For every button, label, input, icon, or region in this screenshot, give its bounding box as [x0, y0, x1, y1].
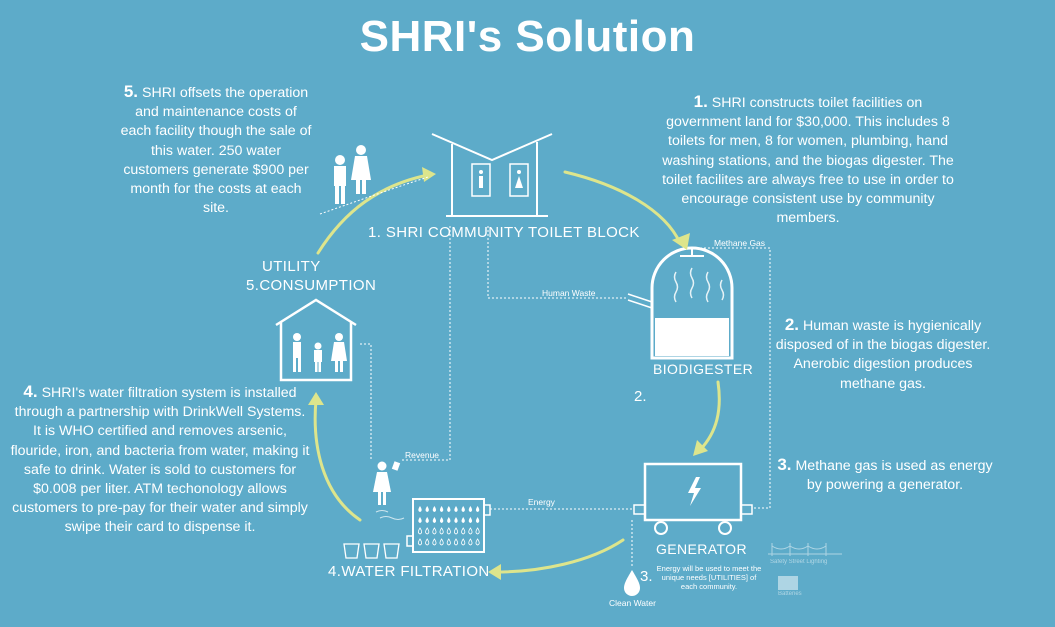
street-lighting-label: Safety Street Lighting: [770, 559, 828, 565]
biodigester-number: 2.: [634, 388, 647, 405]
water-droplet-icon: [425, 506, 429, 512]
step-5-number: 5.: [123, 82, 139, 101]
water-droplet-icon: [461, 538, 466, 546]
batteries-label: Batteries: [778, 591, 802, 597]
generator-icon: [633, 462, 753, 535]
arrow-toilet-to-biodigester: [563, 170, 682, 245]
water-droplet-icon: [475, 538, 480, 546]
water-droplet-icon: [425, 527, 430, 535]
step-5-description: 5. SHRI offsets the operation and mainte…: [118, 82, 314, 218]
water-droplet-icon: [439, 506, 444, 512]
biodigester-icon: [627, 246, 734, 360]
step-4-number: 4.: [23, 382, 38, 401]
human-waste-label: Human Waste: [542, 288, 596, 298]
step-3-number: 3.: [777, 455, 792, 474]
water-droplet-icon: [461, 527, 466, 535]
water-droplet-icon: [447, 506, 451, 512]
revenue-line: [400, 226, 451, 461]
utility-house-icon: [275, 298, 357, 382]
water-droplet-icon: [454, 506, 458, 512]
generator-number: 3.: [640, 568, 653, 585]
water-droplet-icon: [475, 527, 480, 535]
customer-card-icon: [373, 461, 401, 505]
utility-name: CONSUMPTION: [259, 277, 377, 294]
utility-label-line1: UTILITY: [262, 258, 321, 275]
clean-water-drop-icon: [624, 570, 640, 596]
step-3-text: Methane gas is used as energy by powerin…: [795, 458, 993, 494]
customers-icon: [334, 145, 371, 204]
generator-label: GENERATOR: [656, 541, 747, 557]
methane-gas-line: [692, 247, 771, 509]
water-filtration-number: 4.: [328, 563, 342, 580]
water-droplet-icon: [417, 527, 423, 535]
arrow-generator-to-filtration: [494, 538, 625, 574]
arrow-filtration-to-utility: [313, 398, 362, 522]
batteries-icon: [778, 576, 798, 590]
water-droplet-icon: [418, 517, 422, 523]
water-droplet-icon: [432, 517, 437, 523]
step-5-text: SHRI offsets the operation and maintenan…: [120, 85, 312, 217]
water-droplet-icon: [461, 517, 465, 523]
step-1-description: 1. SHRI constructs toilet facilities on …: [658, 92, 958, 228]
water-droplet-icon: [468, 517, 473, 523]
water-filtration-label: 4.WATER FILTRATION: [328, 563, 490, 580]
water-droplet-icon: [432, 506, 437, 512]
water-droplet-icon: [439, 517, 444, 523]
street-lighting-icon: [768, 543, 842, 556]
energy-label: Energy: [528, 497, 555, 507]
water-droplet-icon: [453, 527, 459, 535]
step-1-text: SHRI constructs toilet facilities on gov…: [662, 95, 954, 227]
water-droplet-icon: [446, 538, 451, 546]
step-2-description: 2. Human waste is hygienically disposed …: [774, 315, 992, 394]
water-droplet-icon: [417, 538, 423, 546]
water-droplet-icon: [446, 527, 451, 535]
water-droplet-icon: [432, 527, 437, 535]
step-1-number: 1.: [693, 92, 708, 111]
water-filtration-icon: [343, 498, 491, 559]
water-droplet-icon: [432, 538, 437, 546]
water-droplet-icon: [425, 538, 430, 546]
water-droplet-icon: [468, 538, 473, 546]
toilet-block-name: SHRI COMMUNITY TOILET BLOCK: [385, 224, 640, 241]
toilet-block-icon: [431, 133, 553, 217]
arrow-biodigester-to-generator: [698, 380, 721, 452]
generator-note: Energy will be used to meet the unique n…: [656, 564, 762, 591]
step-2-text: Human waste is hygienically disposed of …: [775, 318, 991, 392]
toilet-block-label: 1. SHRI COMMUNITY TOILET BLOCK: [368, 224, 640, 241]
step-4-text: SHRI's water filtration system is instal…: [10, 385, 310, 536]
page-title: SHRI's Solution: [359, 12, 696, 61]
water-droplet-icon: [461, 506, 465, 512]
biodigester-label: BIODIGESTER: [653, 361, 754, 377]
water-filtration-name: WATER FILTRATION: [341, 563, 490, 580]
utility-label-line2: 5.CONSUMPTION: [246, 277, 376, 294]
water-droplet-icon: [418, 506, 422, 512]
water-droplet-icon: [468, 527, 473, 535]
human-waste-line: [487, 226, 628, 299]
water-droplet-icon: [475, 506, 480, 512]
step-2-number: 2.: [784, 315, 799, 334]
water-droplet-icon: [425, 517, 429, 523]
clean-water-label: Clean Water: [609, 598, 656, 608]
water-droplet-icon: [453, 538, 459, 546]
water-droplet-icon: [475, 517, 480, 523]
arrow-utility-to-toilet: [316, 173, 430, 255]
utility-number: 5.: [246, 277, 260, 294]
water-droplet-icon: [447, 517, 451, 523]
step-4-description: 4. SHRI's water filtration system is ins…: [10, 382, 310, 538]
toilet-block-number: 1.: [368, 224, 382, 241]
revenue-label: Revenue: [405, 450, 440, 460]
water-droplet-icon: [439, 527, 444, 535]
water-droplet-icon: [454, 517, 458, 523]
revenue-to-house-line: [360, 343, 372, 460]
water-droplet-icon: [439, 538, 444, 546]
methane-gas-label: Methane Gas: [714, 238, 766, 248]
step-3-description: 3. Methane gas is used as energy by powe…: [774, 455, 996, 495]
customers-path-line: [319, 176, 429, 215]
water-droplet-icon: [468, 506, 473, 512]
